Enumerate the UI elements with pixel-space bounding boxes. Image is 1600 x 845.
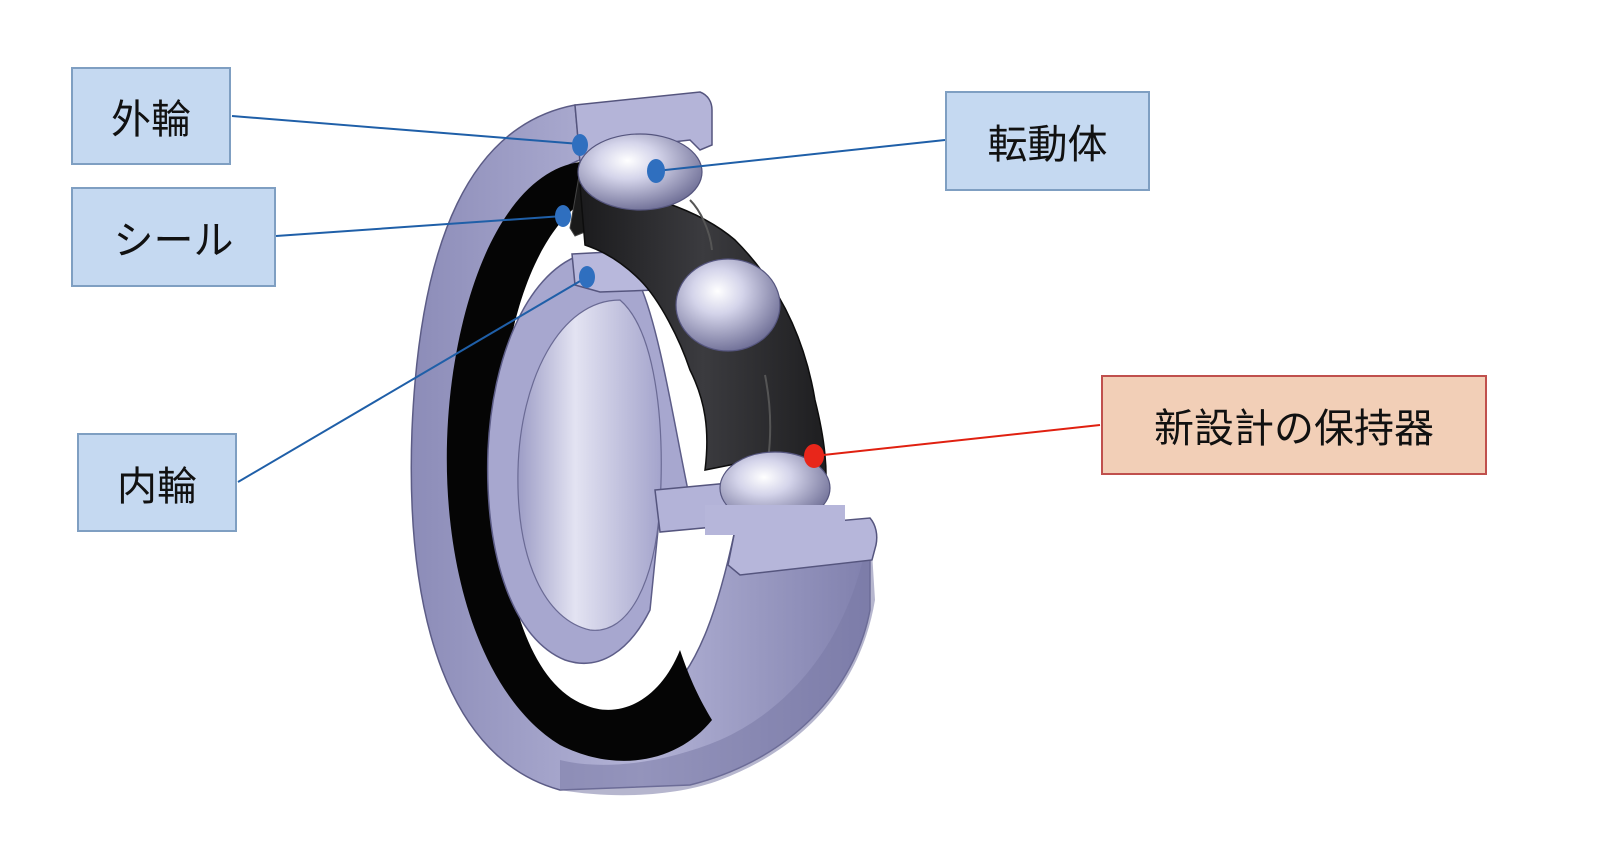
- ball-top: [577, 133, 703, 211]
- inner-ring-bore: [517, 299, 662, 631]
- label-inner-ring: 内輪: [77, 433, 237, 532]
- cage-slot-1: [689, 199, 713, 251]
- outer-ring-rim: [560, 520, 875, 796]
- label-rolling-element-text: 転動体: [987, 122, 1108, 168]
- ball-middle: [675, 258, 781, 352]
- inner-ring: [486, 249, 741, 665]
- label-inner-ring-text: 内輪: [117, 463, 197, 510]
- label-outer-ring-text: 外輪: [111, 97, 191, 143]
- label-seal: シール: [71, 187, 276, 287]
- label-outer-ring: 外輪: [71, 67, 231, 165]
- leader-cage: [813, 424, 1101, 457]
- dot-inner-ring: [579, 266, 595, 288]
- leader-rolling-element: [655, 139, 946, 172]
- rolling-elements: [577, 133, 845, 535]
- label-cage-text: 新設計の保持器: [1154, 406, 1434, 452]
- dot-outer-ring: [572, 134, 588, 156]
- label-seal-text: シール: [113, 218, 234, 264]
- dot-rolling-element: [647, 159, 665, 183]
- marker-dots: [555, 134, 824, 468]
- label-rolling-element: 転動体: [945, 91, 1150, 191]
- ball-bottom-cut: [705, 505, 845, 535]
- cage-slot-2: [764, 374, 772, 461]
- leader-inner-ring: [237, 276, 588, 483]
- leader-seal: [275, 215, 564, 237]
- label-cage: 新設計の保持器: [1101, 375, 1487, 475]
- dot-seal: [555, 205, 571, 227]
- seal-face: [446, 162, 712, 761]
- leader-lines: [231, 115, 1101, 483]
- dot-cage: [804, 444, 824, 468]
- leader-outer-ring: [231, 115, 581, 145]
